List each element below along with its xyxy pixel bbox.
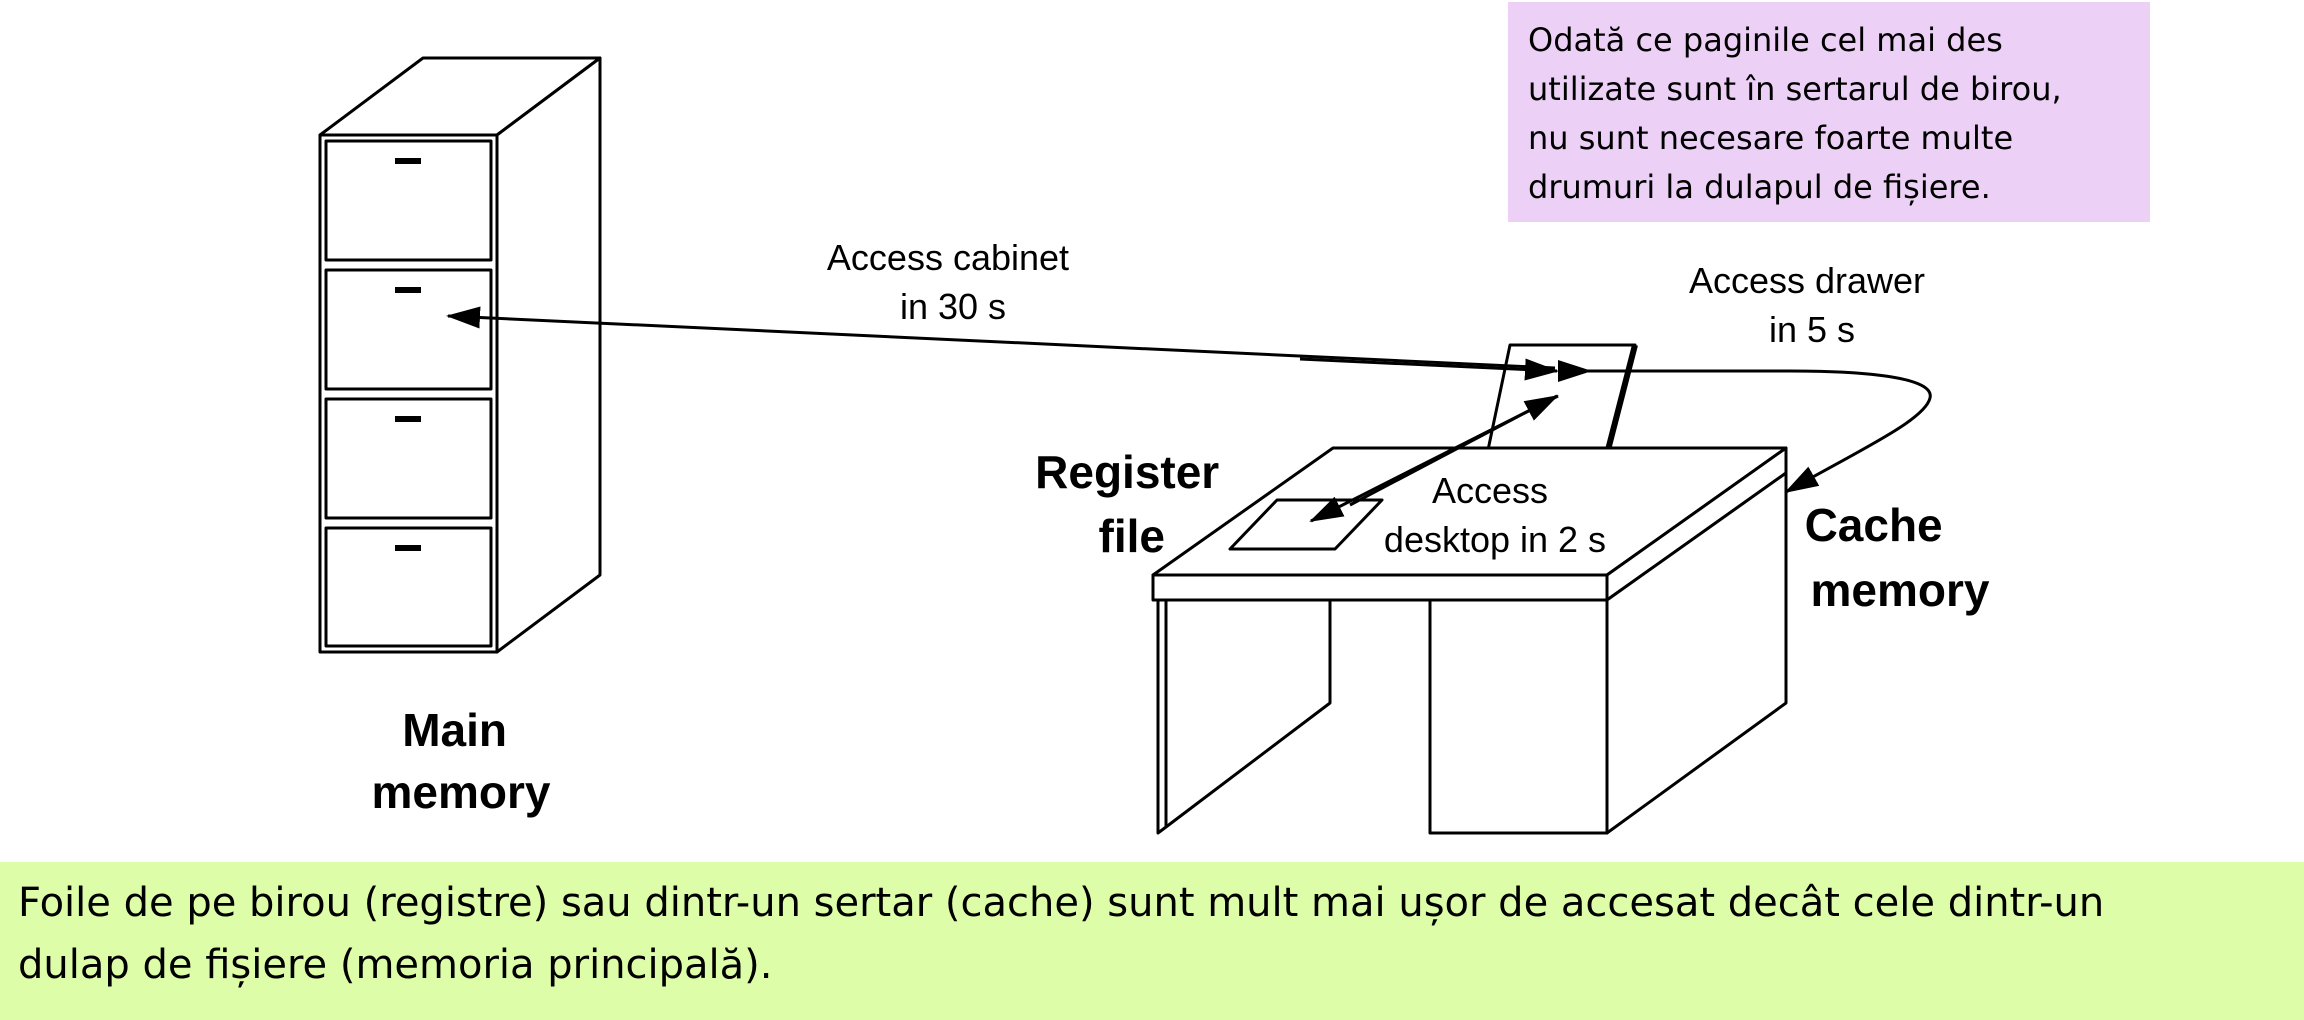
desktop-to-document-arrow	[1349, 394, 1559, 507]
caption-line: dulap de fișiere (memoria principală).	[18, 942, 773, 988]
main-memory-label: Main memory	[372, 704, 551, 818]
note-line: drumuri la dulapul de fișiere.	[1528, 168, 1991, 206]
caption-line: Foile de pe birou (registre) sau dintr-u…	[18, 880, 2105, 926]
access-drawer-arrow	[1582, 369, 1932, 494]
access-arrows	[446, 306, 1932, 523]
access-desktop-label: Access desktop in 2 s	[1384, 470, 1606, 560]
caption-box: Foile de pe birou (registre) sau dintr-u…	[0, 862, 2304, 1020]
desk-drawer-unit	[1428, 598, 1609, 835]
cabinet-drawer-3	[324, 397, 493, 520]
cache-memory-label: Cache memory	[1805, 499, 1990, 616]
cabinet-drawer-2	[324, 268, 493, 391]
access-cabinet-label: Access cabinet in 30 s	[827, 237, 1079, 327]
cabinet-drawer-4	[324, 526, 493, 648]
cabinet-to-document-arrow	[1299, 357, 1559, 381]
register-file-label: Register file	[1035, 446, 1232, 562]
note-line: utilizate sunt în sertarul de birou,	[1528, 70, 2062, 108]
cabinet-drawer-1	[324, 139, 493, 262]
note-line: Odată ce paginile cel mai des	[1528, 21, 2003, 59]
desk	[1151, 343, 1788, 835]
access-drawer-label: Access drawer in 5 s	[1689, 260, 1935, 350]
access-cabinet-arrow	[446, 306, 1556, 370]
filing-cabinet	[318, 56, 602, 654]
note-line: nu sunt necesare foarte multe	[1528, 119, 2014, 157]
note-box: Odată ce paginile cel mai des utilizate …	[1508, 2, 2150, 222]
